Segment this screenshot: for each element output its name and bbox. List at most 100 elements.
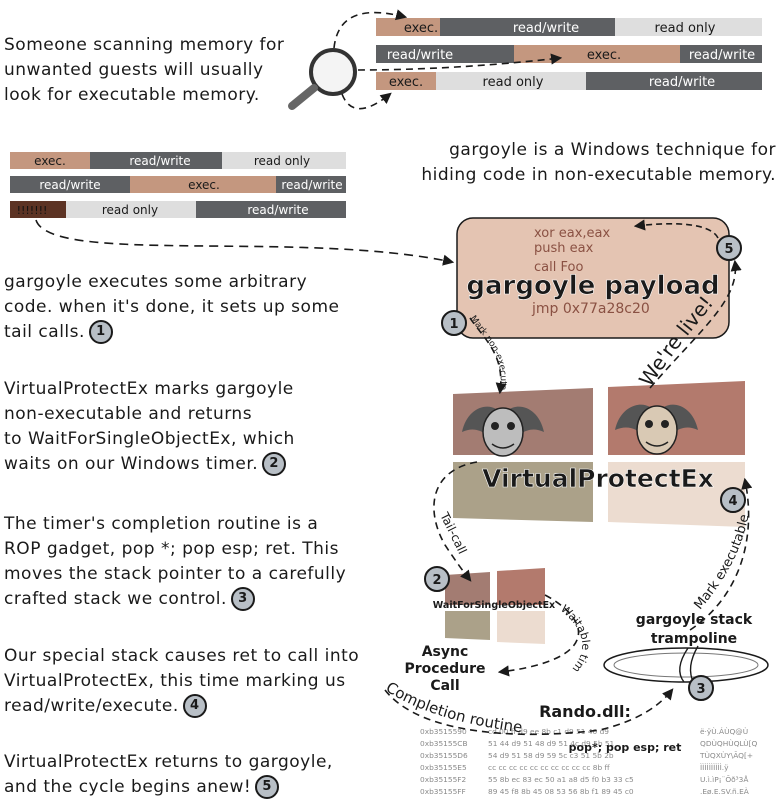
text-line: The timer's completion routine is a: [4, 514, 319, 534]
step-badge-3: 3: [230, 587, 255, 611]
memory-block-readonly: [615, 18, 762, 36]
gargoyle-payload-box: xor eax,eax push eax call Foo gargoyle p…: [456, 217, 730, 339]
hexdump-bytes: 51 44 d9 51 48 d9 51 4c d9 5b 51: [488, 739, 615, 748]
scan-arrow: [357, 53, 563, 71]
hexdump-bytes: cd 00 ff d9 ee 8b c1 d9 51 40 d9: [488, 727, 609, 736]
step1-text: gargoyle executes some arbitrary code. w…: [4, 270, 339, 345]
step-badge-3: 3: [688, 675, 714, 701]
step-badge-2: 2: [424, 566, 450, 592]
hexdump-ascii: U.ì.ìP¡¨Õð³3Å: [700, 775, 748, 784]
step4-text: Our special stack causes ret to call int…: [4, 644, 359, 719]
mark-exec-arrow: [689, 477, 753, 631]
step-badge-number: 5: [724, 242, 733, 257]
memory-block-readonly: [222, 152, 346, 169]
hexdump-bytes: 54 d9 51 58 d9 59 5c c3 51 5b 2b: [488, 751, 614, 760]
mark-exec-label: Mark executable: [691, 513, 752, 613]
nonexec-arrow: [469, 317, 507, 395]
memory-label-exec: exec.: [587, 48, 621, 63]
memory-block-exec: [376, 72, 436, 90]
memory-block-exec: [130, 176, 276, 193]
memory-label-exec: exec.: [404, 21, 438, 36]
text-line: read/write/execute.: [4, 696, 179, 716]
text-line: waits on our Windows timer.: [4, 454, 259, 474]
step3-text: The timer's completion routine is a ROP …: [4, 512, 346, 612]
windows-pane-top-left: [445, 572, 490, 605]
magnifier-icon: [288, 48, 357, 110]
windows-pane-bottom-left: [453, 462, 593, 522]
hexdump-address: 0xb35155CB: [420, 739, 468, 748]
hexdump-address: 0xb3515590: [420, 727, 467, 736]
gargoyle-head-icon: [462, 406, 544, 457]
text-line: crafted stack we control.3: [4, 587, 346, 612]
gargoyle-head-icon: [615, 404, 698, 455]
rando-dll-label: Rando.dll:: [539, 702, 631, 721]
hexdump: 0xb3515590 0xb35155CB 0xb35155D6 0xb3515…: [420, 727, 758, 796]
step-badge-4: 4: [720, 487, 746, 513]
payload-code-line: call Foo: [534, 260, 583, 275]
text-line: read/write/execute.4: [4, 694, 359, 719]
windows-pane-bottom-right: [497, 611, 545, 644]
hexdump-ascii: QDÙQHÙQLÙ[Q: [700, 739, 758, 748]
step-badge-1: 1: [88, 320, 113, 344]
memory-label-exec: exec.: [34, 154, 66, 168]
async-procedure-call-label: Call: [430, 678, 459, 694]
memory-label-readwrite: read/write: [513, 21, 579, 36]
hexdump-address: 0xb35155E5: [420, 763, 467, 772]
windows-pane-bottom-right: [608, 462, 745, 527]
timer-arrow: [497, 594, 580, 677]
step-badge-number: 3: [696, 682, 705, 697]
text-line: non-executable and returns: [4, 404, 253, 424]
text-line: tail calls.: [4, 322, 85, 342]
text-line: and the cycle begins anew!: [4, 777, 252, 797]
memory-label-readwrite: read/write: [281, 178, 342, 192]
payload-code-line: xor eax,eax: [534, 226, 610, 241]
hexdump-ascii: ë·ÿÙ.ÁÙQ@Ù: [700, 727, 748, 736]
memory-label-marker: !!!!!!!: [17, 204, 48, 217]
text-line: unwanted guests will usually: [4, 60, 264, 80]
step-badge-number: 4: [728, 494, 737, 509]
hexdump-ascii: .Eø.E.SV.ñ.EÀ: [700, 787, 749, 796]
memory-block-readwrite: [680, 45, 762, 63]
virtualprotectex-label: VirtualProtectEx: [482, 464, 714, 493]
memory-label-readonly: read only: [102, 203, 158, 217]
scanned-memory-map: exec. read/write read only read/write ex…: [376, 18, 762, 90]
hexdump-ascii: ÌÌÌÌÌÌÌÌÌÌ.ÿ: [700, 763, 729, 772]
step-badge-2: 2: [262, 452, 287, 476]
text-line: ROP gadget, pop *; pop esp; ret. This: [4, 539, 340, 559]
memory-block-readwrite: [10, 176, 130, 193]
memory-block-exec: [10, 152, 90, 169]
memory-label-readwrite: read/write: [387, 48, 453, 63]
hexdump-address: 0xb35155F2: [420, 775, 466, 784]
text-line: VirtualProtectEx marks gargoyle: [4, 379, 294, 399]
memory-label-readwrite: read/write: [39, 178, 100, 192]
memory-label-readwrite: read/write: [247, 203, 308, 217]
completion-arrow: [384, 688, 674, 736]
step-badge-4: 4: [182, 694, 207, 718]
step-badge-1: 1: [441, 310, 467, 336]
memory-label-readwrite: read/write: [649, 75, 715, 90]
text-line: and the cycle begins anew!5: [4, 775, 333, 800]
windows-pane-top-right: [497, 568, 545, 605]
text-line: Our special stack causes ret to call int…: [4, 646, 360, 666]
trampoline-icon: [603, 645, 769, 685]
step-badge-number: 1: [449, 317, 458, 332]
text-line: to WaitForSingleObjectEx, which: [4, 429, 295, 449]
text-line: look for executable memory.: [4, 85, 260, 105]
memory-block-exec: [376, 18, 440, 36]
payload-code-line: push eax: [534, 241, 594, 256]
hexdump-bytes: cc cc cc cc cc cc cc cc cc cc 8b ff: [488, 763, 611, 772]
payload-code-line: jmp 0x77a28c20: [531, 301, 650, 317]
intro-text: gargoyle is a Windows technique for hidi…: [378, 138, 776, 188]
text-line: Someone scanning memory for: [4, 35, 285, 55]
memory-block-readwrite: [376, 45, 514, 63]
step2-text: VirtualProtectEx marks gargoyle non-exec…: [4, 377, 295, 477]
hexdump-ascii: TÙQXÙY\ÃQ[+: [699, 751, 753, 760]
text-line: gargoyle executes some arbitrary: [4, 272, 308, 292]
text-line: hiding code in non-executable memory.: [421, 165, 776, 185]
memory-label-readonly: read only: [655, 21, 716, 36]
waitforsingleobject-logo: [445, 568, 545, 644]
text-line: crafted stack we control.: [4, 589, 227, 609]
memory-label-exec: exec.: [389, 75, 423, 90]
tail-call-arrow: [433, 461, 478, 582]
